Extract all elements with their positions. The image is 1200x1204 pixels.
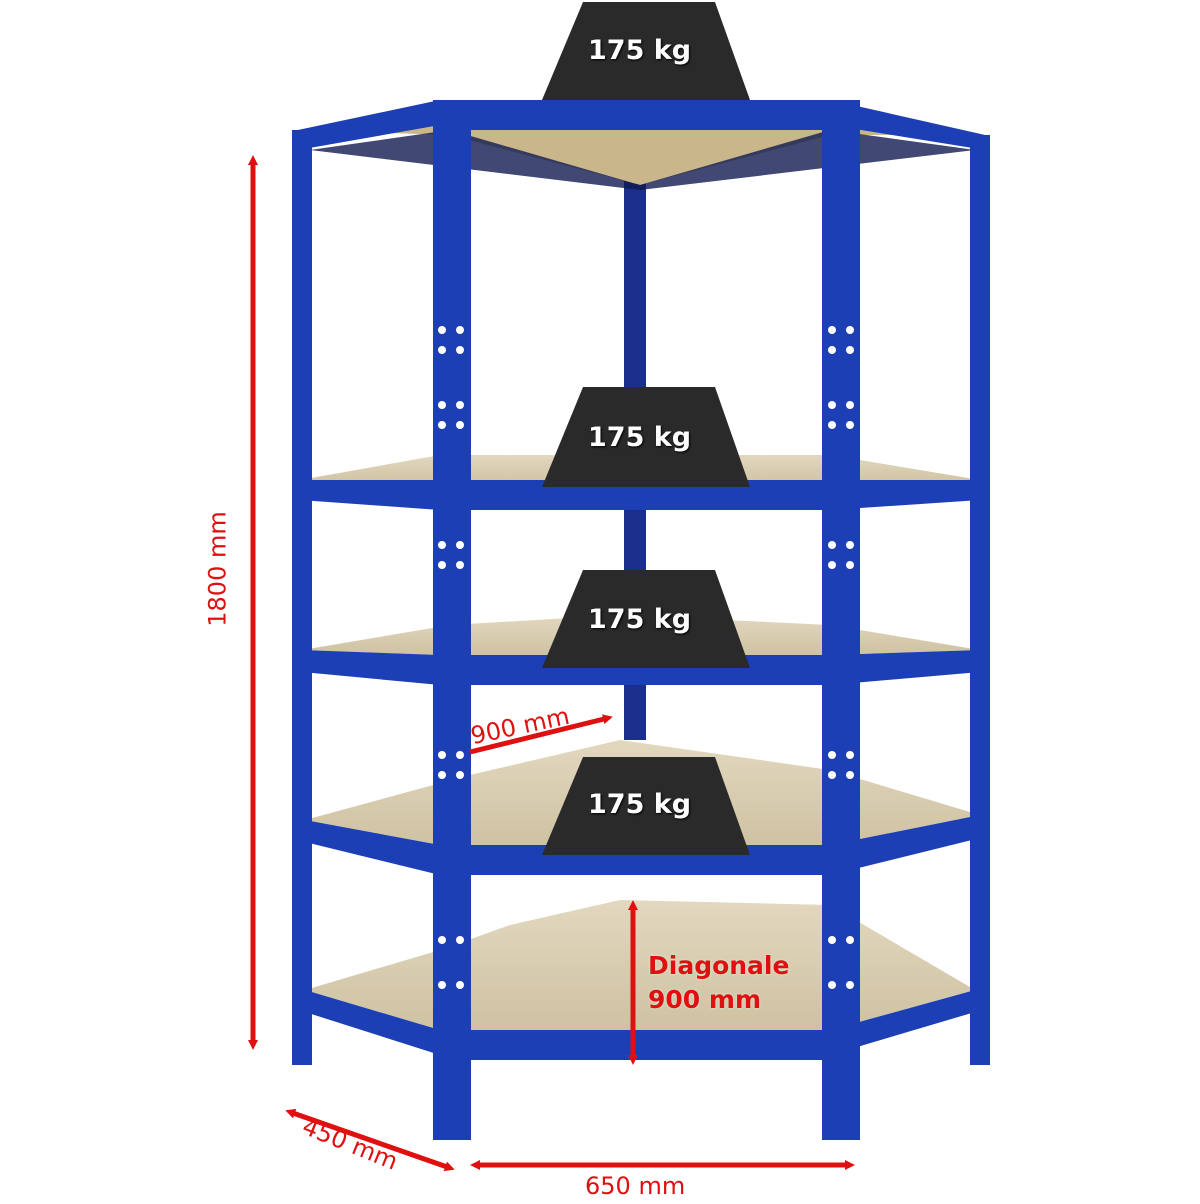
upright-left-outer bbox=[292, 130, 312, 1065]
load-label-top: 175 kg bbox=[588, 35, 692, 66]
load-label-shelf-3: 175 kg bbox=[588, 604, 692, 635]
upright-right-outer bbox=[970, 135, 990, 1065]
dimension-arrows bbox=[248, 155, 855, 1172]
diagonal-label-line1: Diagonale bbox=[648, 951, 790, 980]
load-label-shelf-4: 175 kg bbox=[588, 789, 692, 820]
upright-left-front bbox=[433, 100, 471, 1140]
shelf-top bbox=[298, 100, 985, 190]
height-dimension-label: 1800 mm bbox=[203, 511, 232, 627]
shelf-bottom bbox=[305, 900, 975, 1060]
upright-right-front bbox=[822, 100, 860, 1140]
load-label-shelf-2: 175 kg bbox=[588, 422, 692, 453]
diagonal-label-line2: 900 mm bbox=[648, 985, 761, 1014]
upright-slots bbox=[438, 326, 854, 989]
load-blocks bbox=[542, 2, 750, 855]
width-dimension-label: 650 mm bbox=[585, 1172, 686, 1200]
